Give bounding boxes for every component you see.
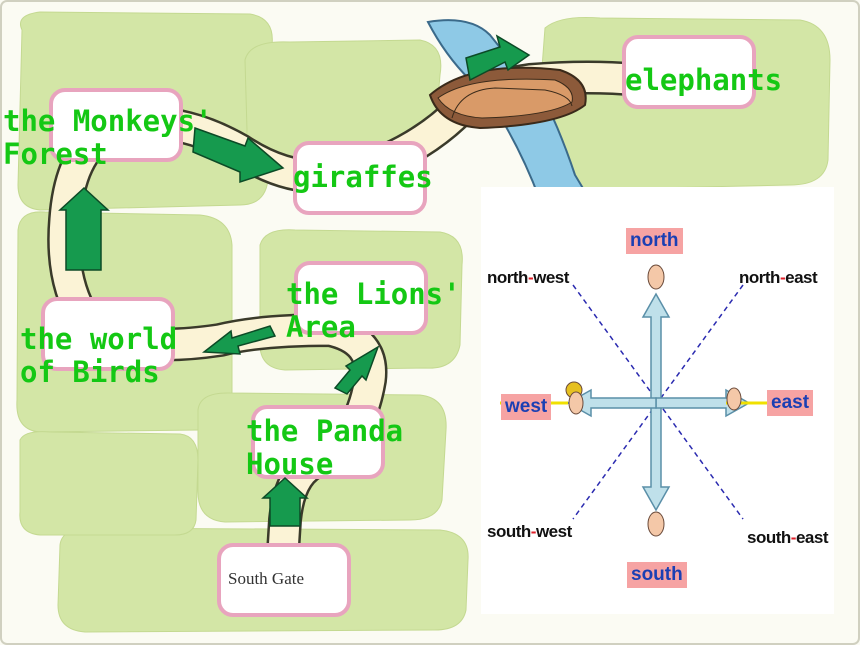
arrow-lions-to-birds xyxy=(201,325,277,355)
elephants-box xyxy=(622,35,756,109)
compass-rose xyxy=(500,264,767,537)
panda-house-box xyxy=(251,405,385,479)
east-label: east xyxy=(767,390,814,416)
giraffes-box xyxy=(293,141,427,215)
arrow-right xyxy=(655,388,751,418)
arrow-birds-to-monkeys xyxy=(58,186,110,271)
lions-area-box xyxy=(294,261,428,335)
south-gate-label: South Gate xyxy=(228,569,305,588)
child-north-icon xyxy=(647,264,665,290)
monkeys-forest-box xyxy=(49,88,183,162)
route-arrows xyxy=(58,34,531,527)
compass-arrows xyxy=(566,292,751,512)
north-east-label: north-east xyxy=(739,268,818,287)
panda-house-label: the Panda House xyxy=(246,414,404,481)
north-west-label: north-west xyxy=(487,268,569,287)
world-of-birds-label: the world of Birds xyxy=(20,322,178,389)
south-east-label: south-east xyxy=(747,528,828,547)
north-label: north xyxy=(626,228,683,254)
child-figures xyxy=(565,264,742,537)
bridge xyxy=(428,66,587,130)
monkeys-forest-label: the Monkeys' Forest xyxy=(3,104,213,171)
child-west-icon xyxy=(568,391,584,415)
elephants-label: elephants xyxy=(625,63,783,97)
arrow-giraffes-to-elephants xyxy=(465,34,531,82)
arrow-south-gate-to-panda xyxy=(261,476,309,527)
child-east-icon xyxy=(726,387,742,411)
arrow-monkeys-to-giraffes xyxy=(192,126,285,184)
south-west-label: south-west xyxy=(487,522,572,541)
south-gate-box xyxy=(217,543,351,617)
giraffes-label: giraffes xyxy=(293,160,433,194)
west-label: west xyxy=(501,394,552,420)
south-label: south xyxy=(627,562,687,588)
compass-panel: north south west east north-west north-e… xyxy=(481,187,834,614)
world-of-birds-box xyxy=(41,297,175,371)
lions-area-label: the Lions' Area xyxy=(286,277,461,344)
place-boxes xyxy=(41,35,756,617)
arrow-panda-to-lions xyxy=(333,345,380,395)
child-south-icon xyxy=(647,511,665,537)
arrow-up xyxy=(641,292,671,403)
arrow-down xyxy=(641,401,671,512)
